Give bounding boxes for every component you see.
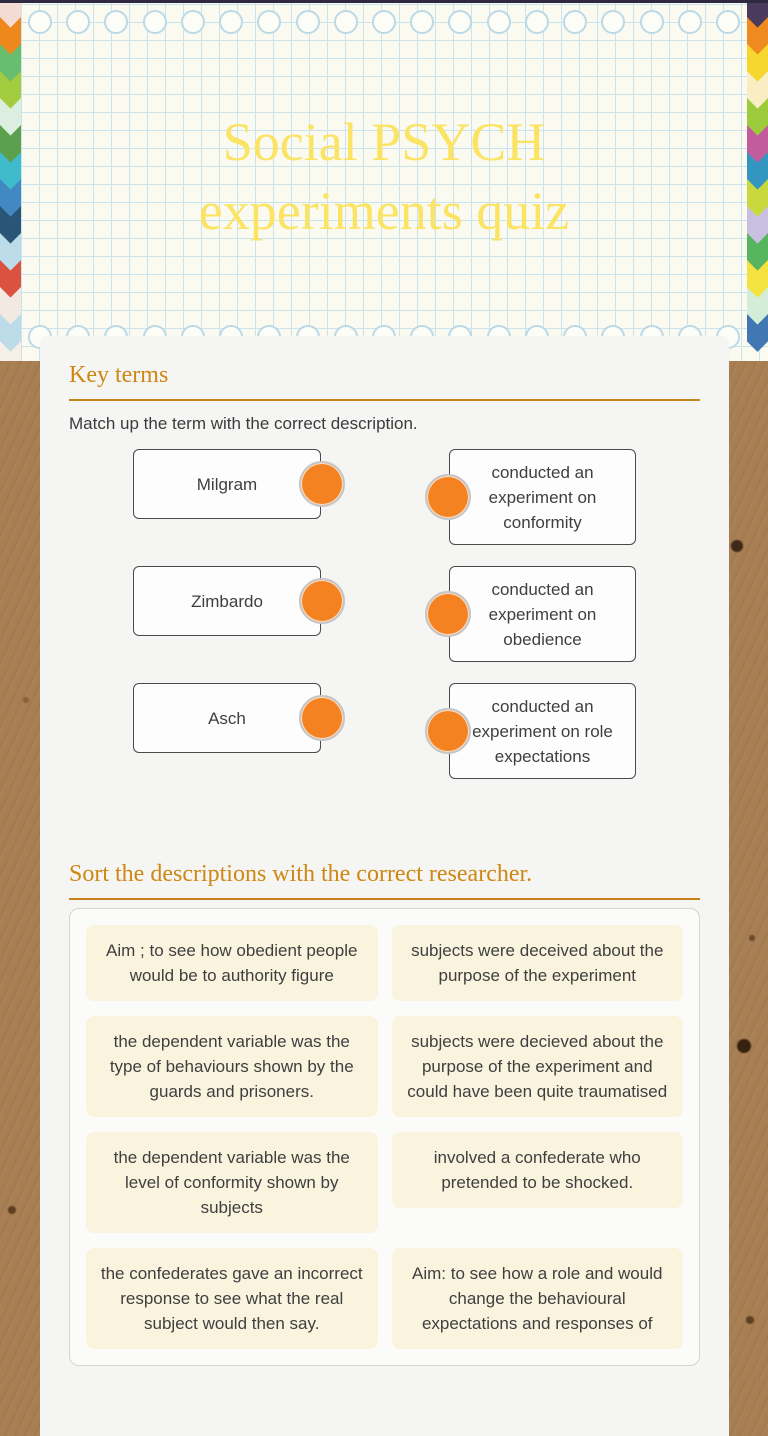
- sort-divider: [69, 898, 700, 900]
- match-instruction: Match up the term with the correct descr…: [69, 414, 418, 433]
- chevron-stripe: [0, 44, 21, 82]
- term-item-zimbardo[interactable]: Zimbardo: [133, 566, 345, 636]
- chevron-stripe: [747, 44, 768, 82]
- chevron-stripe: [0, 152, 21, 190]
- sort-card[interactable]: Aim: to see how a role and would change …: [391, 1248, 683, 1349]
- perforation-hole: [448, 10, 473, 34]
- chevron-stripe: [747, 179, 768, 217]
- perforation-hole: [371, 10, 396, 34]
- perforation-hole: [563, 10, 588, 34]
- sort-card[interactable]: the dependent variable was the level of …: [86, 1132, 378, 1233]
- rainbow-stripe-left: [0, 2, 21, 361]
- worksheet-title-line2: experiments quiz: [198, 181, 570, 241]
- banner-top-edge: [0, 0, 768, 3]
- description-item-obedience[interactable]: conducted an experiment on obedience: [425, 566, 636, 662]
- perforation-hole: [639, 10, 664, 34]
- sort-card[interactable]: involved a confederate who pretended to …: [391, 1132, 683, 1208]
- key-terms-heading: Key terms: [69, 362, 169, 388]
- chevron-stripe: [0, 2, 21, 28]
- sort-drop-area: Aim ; to see how obedient people would b…: [69, 908, 700, 1366]
- chevron-stripe: [747, 206, 768, 244]
- description-item-role-expectations[interactable]: conducted an experiment on role expectat…: [425, 683, 636, 779]
- paper-perforations-top: [28, 10, 740, 34]
- term-label[interactable]: Asch: [133, 683, 321, 753]
- chevron-stripe: [747, 287, 768, 325]
- term-item-milgram[interactable]: Milgram: [133, 449, 345, 519]
- match-row: Zimbardo conducted an experiment on obed…: [69, 566, 700, 662]
- perforation-hole: [524, 10, 549, 34]
- chevron-stripe: [0, 260, 21, 298]
- worksheet-title: Social PSYCH experiments quiz: [0, 108, 768, 246]
- sort-cards-grid: Aim ; to see how obedient people would b…: [86, 925, 683, 1349]
- perforation-hole: [715, 10, 740, 34]
- chevron-stripe: [0, 125, 21, 163]
- description-item-conformity[interactable]: conducted an experiment on conformity: [425, 449, 636, 545]
- perforation-hole: [333, 10, 358, 34]
- perforation-hole: [257, 10, 282, 34]
- perforation-hole: [142, 10, 167, 34]
- worksheet-body: Key terms Match up the term with the cor…: [40, 336, 729, 1436]
- sort-section-heading: Sort the descriptions with the correct r…: [69, 861, 533, 887]
- perforation-hole: [104, 10, 129, 34]
- worksheet-banner: Social PSYCH experiments quiz: [0, 0, 768, 361]
- rainbow-stripe-right: [747, 2, 768, 361]
- perforation-hole: [601, 10, 626, 34]
- description-label[interactable]: conducted an experiment on obedience: [449, 566, 636, 662]
- chevron-stripe: [747, 17, 768, 55]
- description-label[interactable]: conducted an experiment on role expectat…: [449, 683, 636, 779]
- sort-card[interactable]: subjects were decieved about the purpose…: [391, 1016, 683, 1117]
- connector-dot-icon[interactable]: [299, 695, 345, 741]
- sort-card[interactable]: the dependent variable was the type of b…: [86, 1016, 378, 1117]
- chevron-stripe: [747, 71, 768, 109]
- chevron-stripe: [0, 287, 21, 325]
- connector-dot-icon[interactable]: [425, 708, 471, 754]
- perforation-hole: [180, 10, 205, 34]
- sort-card[interactable]: Aim ; to see how obedient people would b…: [86, 925, 378, 1001]
- connector-dot-icon[interactable]: [299, 578, 345, 624]
- chevron-stripe: [747, 2, 768, 28]
- chevron-stripe: [747, 260, 768, 298]
- perforation-hole: [28, 10, 52, 34]
- chevron-stripe: [747, 233, 768, 271]
- perforation-hole: [486, 10, 511, 34]
- perforation-hole: [295, 10, 320, 34]
- perforation-hole: [410, 10, 435, 34]
- match-row: Milgram conducted an experiment on confo…: [69, 449, 700, 545]
- worksheet-title-line1: Social PSYCH: [222, 112, 546, 172]
- chevron-stripe: [0, 98, 21, 136]
- term-label[interactable]: Zimbardo: [133, 566, 321, 636]
- chevron-stripe: [0, 17, 21, 55]
- perforation-hole: [677, 10, 702, 34]
- chevron-stripe: [0, 206, 21, 244]
- term-label[interactable]: Milgram: [133, 449, 321, 519]
- chevron-stripe: [747, 125, 768, 163]
- connector-dot-icon[interactable]: [425, 474, 471, 520]
- match-row: Asch conducted an experiment on role exp…: [69, 683, 700, 779]
- match-exercise: Milgram conducted an experiment on confo…: [69, 449, 700, 779]
- connector-dot-icon[interactable]: [425, 591, 471, 637]
- key-terms-divider: [69, 399, 700, 401]
- chevron-stripe: [0, 233, 21, 271]
- connector-dot-icon[interactable]: [299, 461, 345, 507]
- term-item-asch[interactable]: Asch: [133, 683, 345, 753]
- chevron-stripe: [747, 98, 768, 136]
- chevron-stripe: [747, 152, 768, 190]
- description-label[interactable]: conducted an experiment on conformity: [449, 449, 636, 545]
- perforation-hole: [66, 10, 91, 34]
- chevron-stripe: [0, 314, 21, 352]
- sort-card[interactable]: subjects were deceived about the purpose…: [391, 925, 683, 1001]
- sort-card[interactable]: the confederates gave an incorrect respo…: [86, 1248, 378, 1349]
- chevron-stripe: [0, 179, 21, 217]
- perforation-hole: [219, 10, 244, 34]
- chevron-stripe: [0, 71, 21, 109]
- chevron-stripe: [747, 314, 768, 352]
